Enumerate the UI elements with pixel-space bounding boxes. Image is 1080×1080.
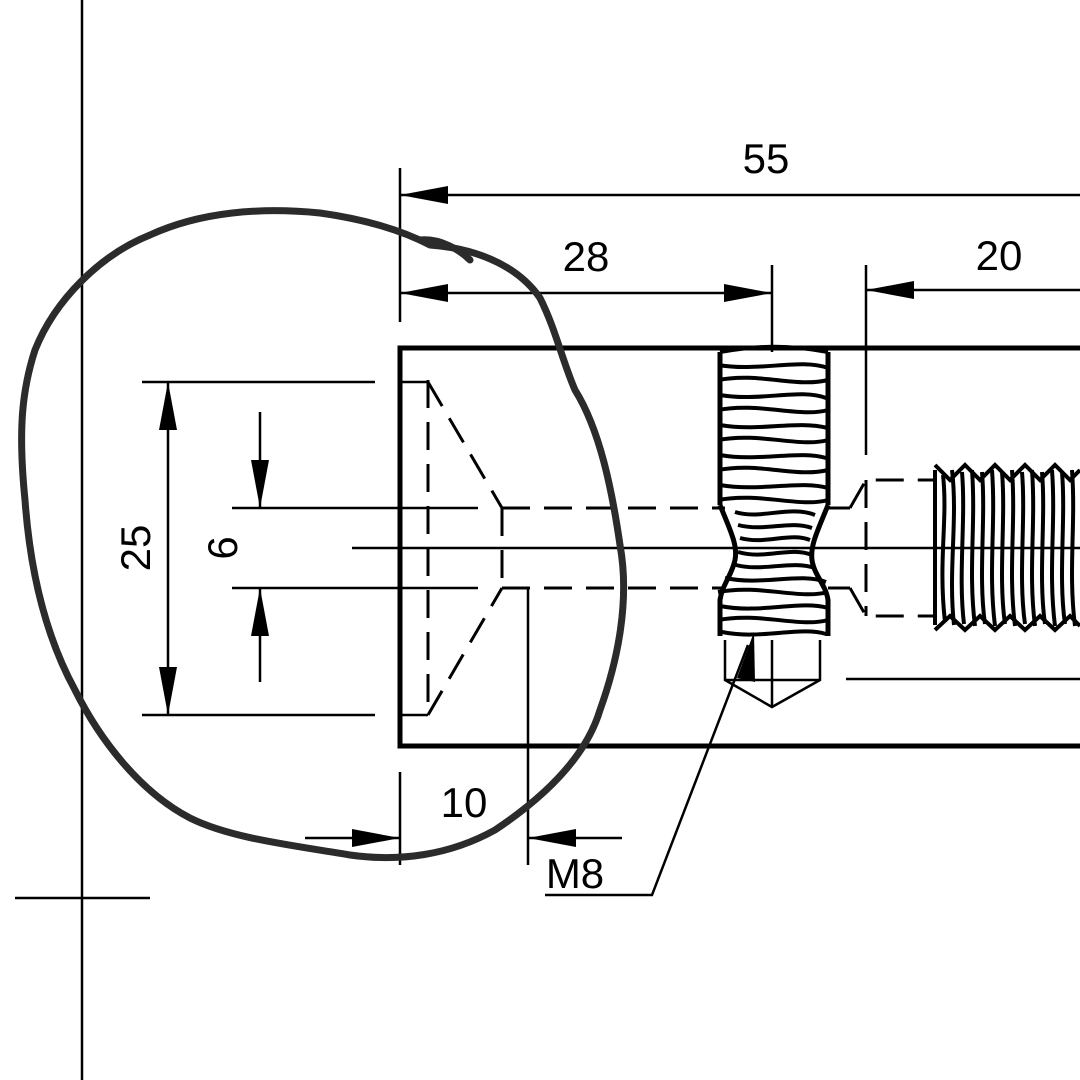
- dim-label-10: 10: [441, 779, 488, 826]
- dimension-6: 6: [199, 412, 478, 682]
- countersink-hidden-lines: [400, 380, 725, 717]
- frame-lines: [15, 0, 150, 1080]
- dimension-25: 25: [112, 380, 375, 717]
- markup-circle-overlap: [416, 236, 474, 264]
- tapped-hole: [717, 344, 831, 709]
- dim-label-28: 28: [563, 233, 610, 280]
- dimension-28: 28: [400, 233, 774, 352]
- right-hole-hidden-lines: [828, 478, 1080, 681]
- dimension-55: 55: [398, 135, 1080, 322]
- dim-label-25: 25: [112, 525, 159, 572]
- dim-label-6: 6: [199, 536, 246, 559]
- dimension-10: 10: [305, 588, 622, 865]
- markup-circle: [18, 207, 628, 862]
- dimension-20: 20: [864, 232, 1080, 455]
- dim-label-20: 20: [976, 232, 1023, 279]
- dim-label-55: 55: [743, 135, 790, 182]
- thread-callout-m8: M8: [545, 632, 755, 897]
- callout-label-m8: M8: [546, 850, 604, 897]
- external-thread: [933, 462, 1080, 633]
